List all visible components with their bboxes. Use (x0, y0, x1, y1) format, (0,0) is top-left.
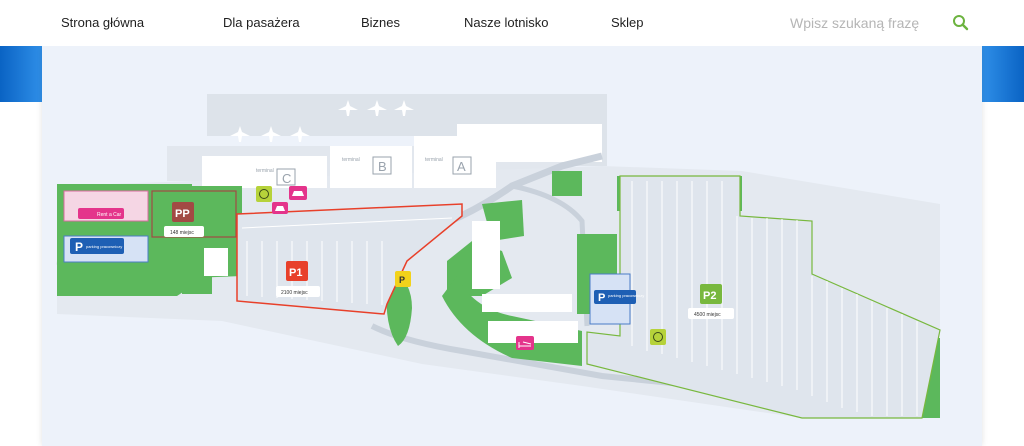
terminal-c-building (202, 156, 327, 188)
kiss-and-fly-icon-2 (653, 332, 663, 342)
terminal-b-building (330, 146, 412, 188)
green-small-1 (182, 274, 212, 294)
pp-parking-capacity: 148 miejsc (170, 230, 194, 236)
road-link (511, 183, 590, 327)
terminal-b-letter-box (372, 156, 392, 175)
p2-parking-capacity: 4500 miejsc (694, 312, 721, 318)
employee-parking-2-marker[interactable]: P parking pracowniczy (594, 290, 644, 304)
terminal-b-letter: B (378, 159, 387, 174)
svg-text:P: P (75, 240, 83, 254)
airport-map[interactable]: terminal C terminal B terminal A (42, 46, 982, 446)
bus-parking-marker[interactable]: P (395, 271, 411, 287)
kiss-and-fly-marker[interactable] (256, 186, 272, 202)
employee-parking-label: parking pracowniczy (86, 244, 122, 249)
nav-item-business[interactable]: Biznes (361, 15, 401, 30)
car-icon-2 (275, 206, 285, 211)
p2-parking-code: P2 (703, 290, 716, 302)
rent-car-marker-2[interactable] (272, 202, 288, 214)
hotel-marker[interactable] (516, 336, 534, 350)
green-small-2 (552, 171, 582, 196)
rent-a-car-marker[interactable]: Rent a Car (78, 208, 124, 219)
rent-a-car-label: Rent a Car (97, 212, 122, 218)
search-icon (953, 15, 969, 31)
employee-parking-2-label: parking pracowniczy (608, 293, 644, 298)
p1-parking-marker[interactable]: P1 2100 miejsc (276, 261, 320, 297)
svg-text:P: P (598, 292, 605, 304)
right-margin (982, 102, 1024, 446)
building-3 (488, 321, 578, 343)
apron-area (207, 94, 607, 166)
left-blue-bar (0, 46, 42, 102)
terminal-a-letter: A (457, 159, 466, 174)
right-blue-bar (982, 46, 1024, 102)
car-icon (292, 191, 304, 196)
terminal-c-prefix: terminal (256, 168, 274, 174)
p1-parking-code: P1 (289, 267, 302, 279)
aircraft-icons (230, 100, 414, 142)
p1-parking-capacity: 2100 miejsc (281, 290, 308, 296)
nav-item-for-passenger[interactable]: Dla pasażera (223, 15, 300, 30)
terminal-c-letter-box (276, 168, 296, 186)
pp-parking-marker[interactable]: PP 148 miejsc (164, 202, 204, 237)
kiss-and-fly-icon (259, 189, 269, 199)
pp-parking-code: PP (175, 208, 190, 220)
terminal-b-prefix: terminal (342, 157, 360, 163)
p2-parking-marker[interactable]: P2 4500 miejsc (688, 284, 734, 319)
p2-parking-area (586, 175, 941, 419)
bus-parking-icon: P (399, 275, 405, 285)
airport-map-panel: terminal C terminal B terminal A (42, 46, 982, 446)
terminal-a-letter-box (452, 156, 472, 175)
nav-item-shop[interactable]: Sklep (611, 15, 644, 30)
bed-icon (518, 341, 532, 348)
taxi-marker[interactable] (289, 186, 307, 200)
employee-parking-marker[interactable]: P parking pracowniczy (70, 238, 124, 254)
building-1 (472, 221, 500, 289)
search-button[interactable] (950, 12, 972, 34)
nav-item-home[interactable]: Strona główna (61, 15, 145, 30)
terminal-c-letter: C (282, 171, 291, 186)
building-2 (482, 294, 572, 312)
p2-kiss-and-fly-marker[interactable] (650, 329, 666, 345)
building-4 (204, 248, 228, 276)
search-input[interactable] (790, 10, 940, 36)
top-navigation: Strona główna Dla pasażera Biznes Nasze … (0, 0, 1024, 46)
lower-road (370, 323, 803, 399)
nav-item-our-airport[interactable]: Nasze lotnisko (464, 15, 549, 30)
pier-building (457, 124, 602, 162)
left-margin (0, 102, 42, 446)
terminal-a-prefix: terminal (425, 157, 443, 163)
p2-parking-lines (631, 181, 918, 416)
